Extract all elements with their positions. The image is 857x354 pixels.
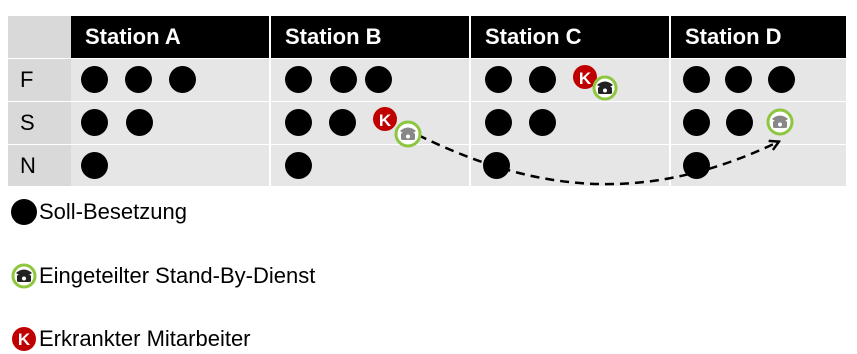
row-label-s: S — [8, 102, 71, 144]
header-station-c: Station C — [471, 16, 669, 58]
staff-dot — [126, 109, 153, 136]
staff-dot — [485, 109, 512, 136]
sick-k-icon: K — [573, 65, 597, 89]
staff-dot — [81, 152, 108, 179]
legend-item-soll: Soll-Besetzung — [10, 197, 187, 227]
legend-label-soll: Soll-Besetzung — [39, 199, 187, 224]
staff-dot — [330, 66, 357, 93]
staff-dot — [329, 109, 356, 136]
header-station-a: Station A — [71, 16, 269, 58]
staff-dot — [169, 66, 196, 93]
sick-k-icon: K — [373, 107, 397, 131]
reassignment-arrow — [417, 133, 778, 186]
sick-k-icon: K — [10, 325, 38, 353]
staff-dot — [81, 66, 108, 93]
telephone-icon — [592, 75, 618, 101]
staff-dot — [683, 66, 710, 93]
telephone-icon — [394, 120, 422, 148]
staff-dot — [485, 66, 512, 93]
header-station-b: Station B — [271, 16, 469, 58]
svg-text:K: K — [379, 111, 392, 130]
telephone-icon — [766, 108, 794, 136]
staff-dot-icon — [10, 198, 38, 226]
legend-label-sick: Erkrankter Mitarbeiter — [39, 326, 251, 351]
row-label-n: N — [8, 145, 71, 186]
staff-dot — [125, 66, 152, 93]
svg-text:K: K — [579, 69, 592, 88]
legend-item-sick: K Erkrankter Mitarbeiter — [10, 324, 251, 354]
staffing-table: Station A Station B Station C Station D … — [8, 16, 846, 186]
staff-dot — [725, 66, 752, 93]
table-corner — [8, 16, 71, 58]
staff-dot — [768, 66, 795, 93]
staff-dot — [483, 152, 510, 179]
telephone-icon — [10, 262, 38, 290]
header-station-d: Station D — [671, 16, 846, 58]
svg-text:K: K — [18, 330, 31, 349]
legend-label-standby: Eingeteilter Stand-By-Dienst — [39, 263, 316, 288]
staff-dot — [529, 66, 556, 93]
staff-dot — [529, 109, 556, 136]
staff-dot — [683, 109, 710, 136]
diagram-overlay: K K — [373, 65, 794, 186]
row-label-f: F — [8, 59, 71, 101]
staff-dot — [285, 66, 312, 93]
staff-dot — [285, 152, 312, 179]
staff-dot — [726, 109, 753, 136]
legend-item-standby: Eingeteilter Stand-By-Dienst — [10, 261, 315, 291]
staff-dot — [365, 66, 392, 93]
staff-dot — [285, 109, 312, 136]
staff-dot — [81, 109, 108, 136]
